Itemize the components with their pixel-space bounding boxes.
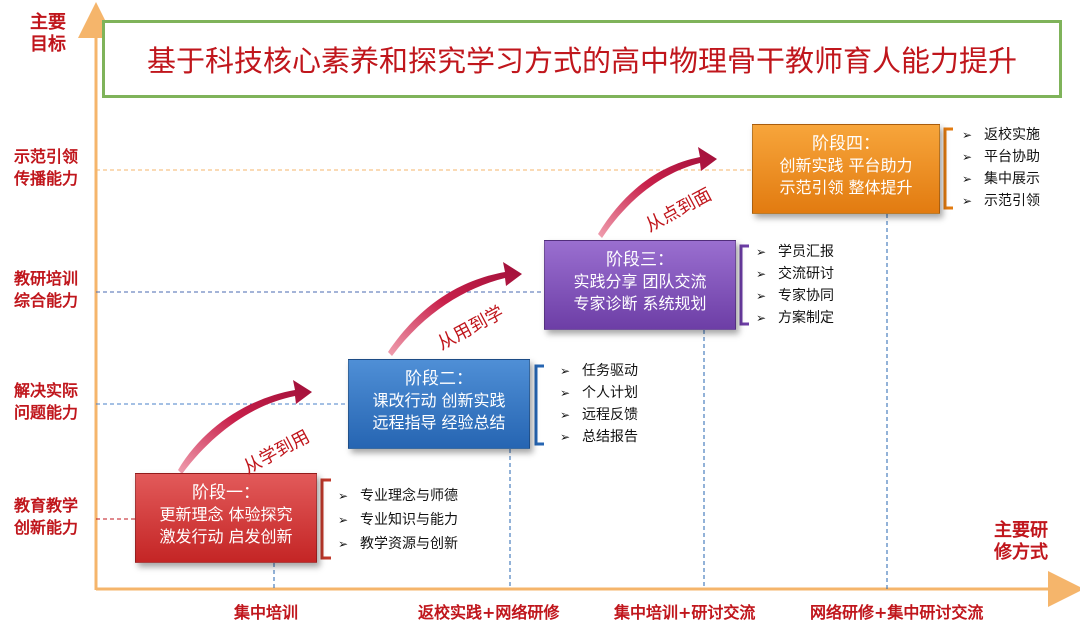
arrow-bullet-icon: ➢ <box>560 430 571 444</box>
swoosh-arrow-1 <box>178 380 312 474</box>
arrow-bullet-icon: ➢ <box>338 489 349 503</box>
stage-3-box: 阶段三： 实践分享 团队交流 专家诊断 系统规划 <box>544 240 736 330</box>
arrow-bullet-icon: ➢ <box>962 194 973 208</box>
arrow-bullet-icon: ➢ <box>756 267 767 281</box>
row-label-problem-solving: 解决实际问题能力 <box>13 381 78 422</box>
arrow-bullet-icon: ➢ <box>338 513 349 527</box>
stage-1-title: 阶段一： <box>192 483 260 503</box>
stage-1-bullets: ➢专业理念与师德 ➢专业知识与能力 ➢教学资源与创新 <box>338 484 458 556</box>
list-item: ➢返校实施 <box>962 124 1040 146</box>
stage-3-line1: 实践分享 团队交流 <box>573 272 707 291</box>
stage-3-line2: 专家诊断 系统规划 <box>573 294 707 313</box>
stage-4-box: 阶段四： 创新实践 平台助力 示范引领 整体提升 <box>752 124 940 214</box>
x-label-practice-online: 返校实践+网络研修 <box>418 603 560 622</box>
list-item: ➢学员汇报 <box>756 241 834 263</box>
stage-3-bullets: ➢学员汇报 ➢交流研讨 ➢专家协同 ➢方案制定 <box>756 241 834 329</box>
stage-2-box: 阶段二： 课改行动 创新实践 远程指导 经验总结 <box>348 359 530 449</box>
arrow-bullet-icon: ➢ <box>756 289 767 303</box>
list-item: ➢教学资源与创新 <box>338 532 458 556</box>
list-item: ➢总结报告 <box>560 426 638 448</box>
stage-2-bullets: ➢任务驱动 ➢个人计划 ➢远程反馈 ➢总结报告 <box>560 360 638 448</box>
list-item: ➢任务驱动 <box>560 360 638 382</box>
list-item: ➢示范引领 <box>962 190 1040 212</box>
list-item: ➢集中展示 <box>962 168 1040 190</box>
arrow-bullet-icon: ➢ <box>560 364 571 378</box>
arrow-bullet-icon: ➢ <box>962 172 973 186</box>
arrow-bullet-icon: ➢ <box>756 311 767 325</box>
list-item: ➢专业理念与师德 <box>338 484 458 508</box>
stage-4-line2: 示范引领 整体提升 <box>779 178 913 197</box>
arrow-bullet-icon: ➢ <box>756 245 767 259</box>
list-item: ➢远程反馈 <box>560 404 638 426</box>
title-box: 基于科技核心素养和探究学习方式的高中物理骨干教师育人能力提升 <box>102 20 1062 98</box>
row-label-demonstration: 示范引领传播能力 <box>13 147 78 188</box>
stage-1-line2: 激发行动 启发创新 <box>159 527 293 546</box>
swoosh-arrow-3 <box>598 147 717 238</box>
list-item: ➢专业知识与能力 <box>338 508 458 532</box>
y-axis-label: 主要目标 <box>30 12 66 55</box>
arrow-bullet-icon: ➢ <box>560 386 571 400</box>
stage-4-title: 阶段四： <box>812 134 880 154</box>
x-axis-label: 主要研修方式 <box>994 520 1048 563</box>
row-label-research-training: 教研培训综合能力 <box>13 269 78 310</box>
stage-2-line2: 远程指导 经验总结 <box>372 413 506 432</box>
stage-3-title: 阶段三： <box>606 250 674 270</box>
swoosh-arrow-2 <box>388 262 522 356</box>
page-title: 基于科技核心素养和探究学习方式的高中物理骨干教师育人能力提升 <box>146 44 1017 78</box>
list-item: ➢平台协助 <box>962 146 1040 168</box>
list-item: ➢交流研讨 <box>756 263 834 285</box>
x-label-online-discussion: 网络研修+集中研讨交流 <box>810 603 984 622</box>
row-label-teaching-innovation: 教育教学创新能力 <box>13 496 78 537</box>
arrow-bullet-icon: ➢ <box>962 128 973 142</box>
stage-1-box: 阶段一： 更新理念 体验探究 激发行动 启发创新 <box>135 473 317 563</box>
stage-4-line1: 创新实践 平台助力 <box>779 156 913 175</box>
stage-2-line1: 课改行动 创新实践 <box>372 391 506 410</box>
stage-4-bullets: ➢返校实施 ➢平台协助 ➢集中展示 ➢示范引领 <box>962 124 1040 212</box>
x-label-training-discussion: 集中培训+研讨交流 <box>614 603 756 622</box>
arrow-bullet-icon: ➢ <box>962 150 973 164</box>
arrow-bullet-icon: ➢ <box>338 537 349 551</box>
list-item: ➢专家协同 <box>756 285 834 307</box>
arrow-bullet-icon: ➢ <box>560 408 571 422</box>
x-label-centralized-training: 集中培训 <box>234 603 299 622</box>
list-item: ➢个人计划 <box>560 382 638 404</box>
list-item: ➢方案制定 <box>756 307 834 329</box>
stage-2-title: 阶段二： <box>405 369 473 389</box>
stage-1-line1: 更新理念 体验探究 <box>159 505 293 524</box>
